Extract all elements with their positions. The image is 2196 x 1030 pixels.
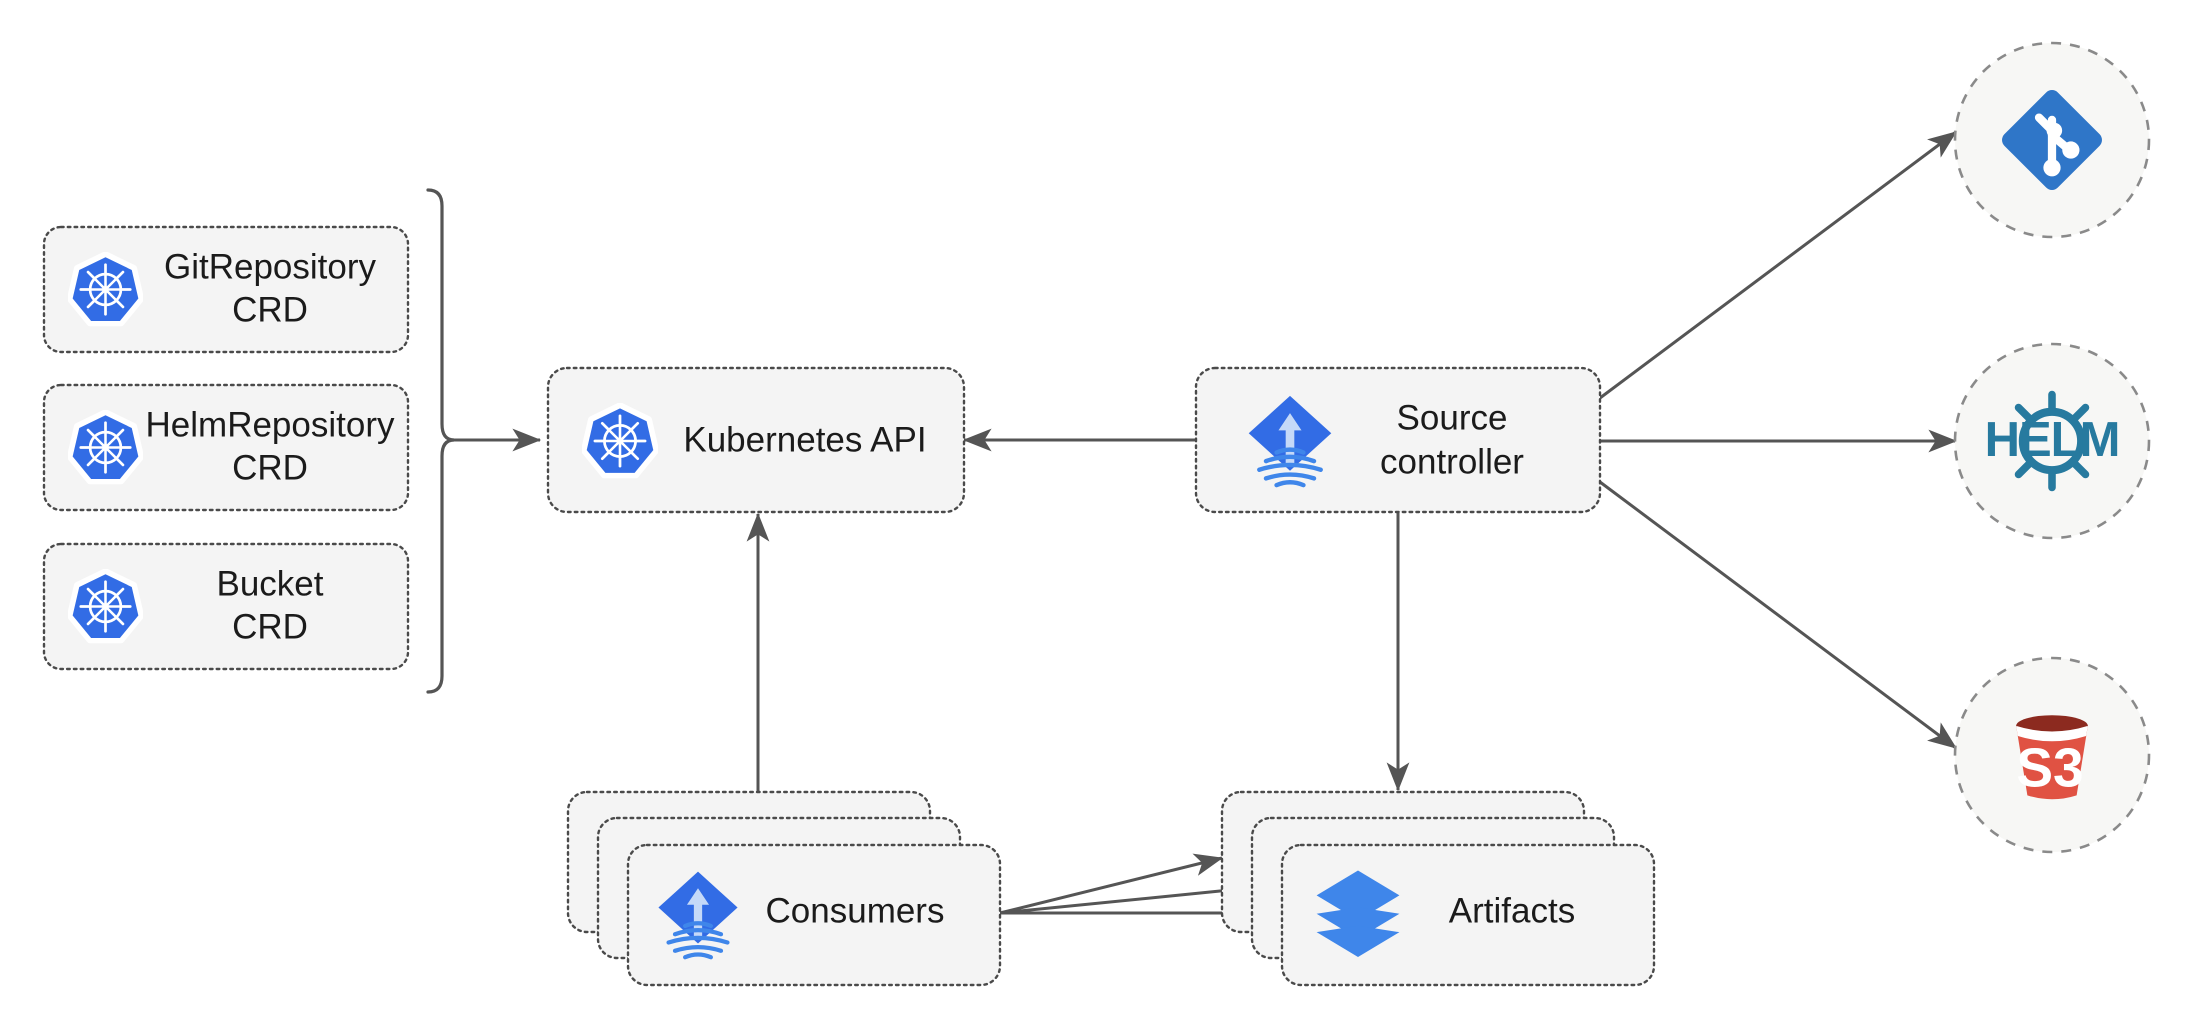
source-controller-label-line2: controller bbox=[1380, 442, 1524, 481]
kubernetes-api-label: Kubernetes API bbox=[683, 420, 926, 459]
artifacts-label: Artifacts bbox=[1449, 891, 1575, 930]
kubernetes-icon bbox=[70, 254, 141, 323]
edge-layer bbox=[426, 130, 1958, 925]
kubernetes-icon bbox=[70, 412, 141, 481]
edge-source-controller-to-git bbox=[1599, 130, 1957, 400]
crd-label-line1: GitRepository bbox=[164, 247, 377, 286]
node-artifacts[interactable]: Artifacts bbox=[1220, 790, 1656, 987]
consumers-label: Consumers bbox=[766, 891, 945, 930]
source-controller-label-line1: Source bbox=[1397, 398, 1508, 437]
crd-box-gitrepository[interactable]: GitRepository CRD bbox=[42, 225, 410, 354]
node-git-source[interactable] bbox=[1953, 41, 2151, 239]
node-kubernetes-api[interactable]: Kubernetes API bbox=[546, 366, 966, 514]
node-s3-source[interactable]: S3 bbox=[1953, 656, 2151, 854]
helm-label: HELM bbox=[1985, 413, 2120, 467]
crd-label-line1: Bucket bbox=[217, 564, 324, 603]
edge-source-controller-to-s3 bbox=[1599, 480, 1957, 750]
crd-label-line1: HelmRepository bbox=[146, 405, 395, 444]
crd-label-line2: CRD bbox=[232, 448, 308, 487]
artifacts-stack-card-front bbox=[1280, 843, 1656, 987]
crd-group-bracket bbox=[426, 188, 455, 694]
s3-label: S3 bbox=[2016, 737, 2083, 799]
crd-box-bucket[interactable]: Bucket CRD bbox=[42, 542, 410, 671]
node-consumers[interactable]: Consumers bbox=[566, 790, 1002, 987]
crd-label-line2: CRD bbox=[232, 290, 308, 329]
crd-label-line2: CRD bbox=[232, 607, 308, 646]
edge-consumers-to-artifact-1 bbox=[999, 853, 1224, 915]
kubernetes-icon bbox=[584, 405, 656, 475]
edge-consumers-to-artifact-2 bbox=[999, 879, 1252, 915]
kubernetes-icon bbox=[70, 571, 141, 640]
crd-box-helmrepository[interactable]: HelmRepository CRD bbox=[42, 383, 410, 512]
node-source-controller[interactable]: Source controller bbox=[1194, 366, 1602, 514]
node-helm-source[interactable]: HELM bbox=[1953, 342, 2151, 540]
